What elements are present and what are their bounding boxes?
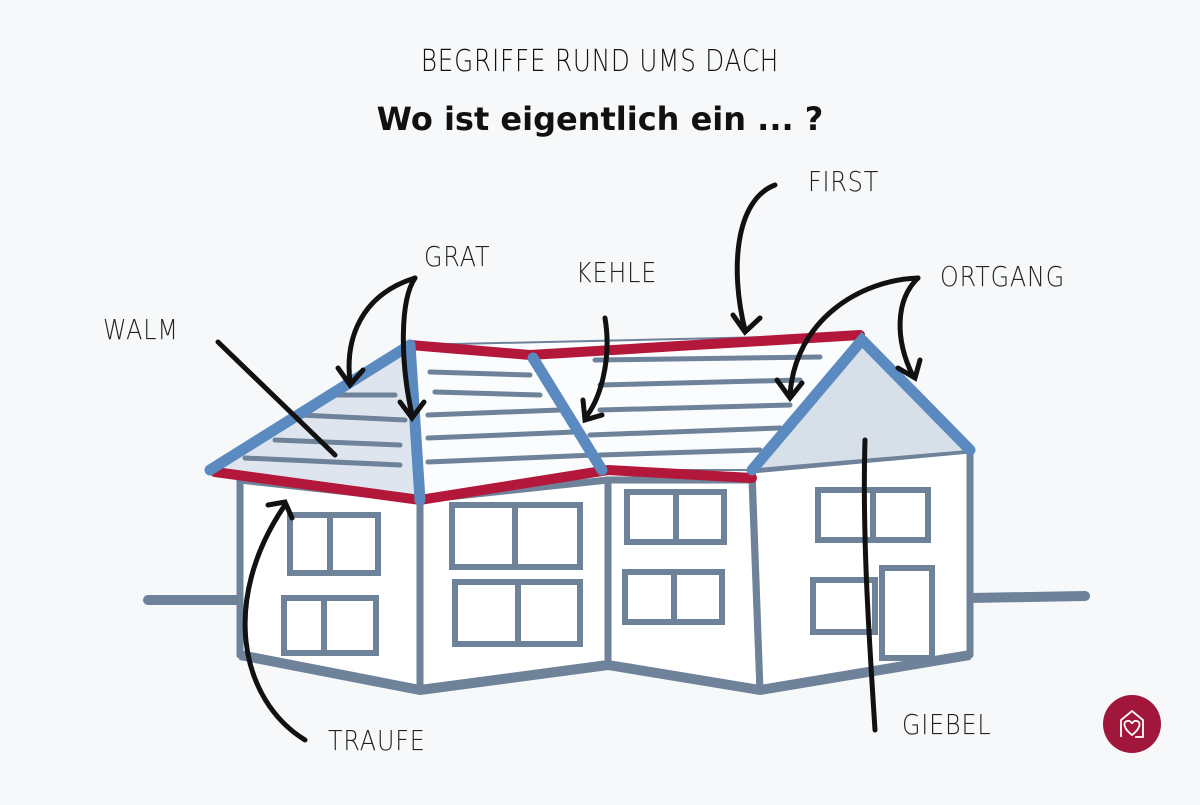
annotation-arrows (215, 182, 923, 743)
label-walm: WALM (103, 313, 179, 346)
blue-edges (204, 331, 976, 506)
label-traufe: TRAUFE (328, 724, 426, 757)
house-base (239, 650, 971, 695)
ground-line (143, 591, 1090, 605)
label-first: FIRST (808, 165, 880, 198)
house-heart-icon (1120, 709, 1144, 738)
label-ortgang: ORTGANG (940, 260, 1066, 293)
label-grat: GRAT (424, 240, 491, 273)
roof-tiles (242, 354, 823, 468)
diagram-title: Wo ist eigentlich ein ... ? (376, 100, 824, 138)
label-kehle: KEHLE (576, 256, 658, 289)
house-walls (236, 446, 974, 694)
gable-face (758, 342, 968, 468)
brand-logo (1103, 695, 1161, 753)
label-giebel: GIEBEL (902, 708, 992, 741)
diagram-subtitle: BEGRIFFE RUND UMS DACH (420, 44, 780, 79)
